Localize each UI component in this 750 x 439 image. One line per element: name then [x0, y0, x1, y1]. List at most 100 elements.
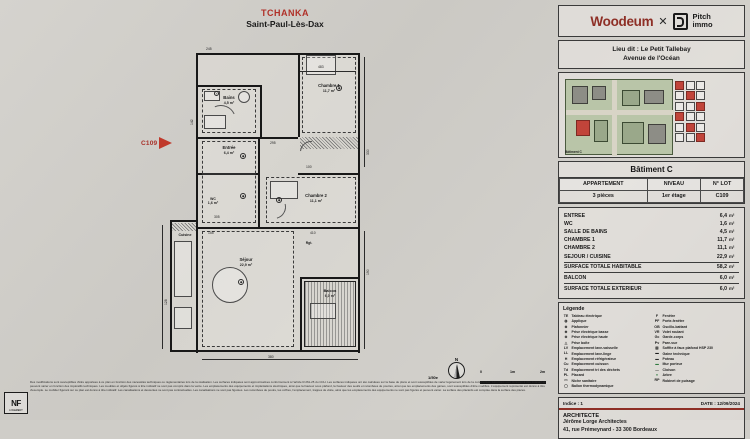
- lieu-dit-text: Lieu dit : Le Petit Tallebay: [612, 46, 691, 53]
- surface-value: 6,4: [719, 212, 727, 219]
- legend-item-label: Oscillo-battant: [662, 324, 688, 329]
- project-name: TCHANKA: [261, 8, 309, 18]
- legend-item-label: Ballon thermodynamique: [571, 383, 614, 388]
- room-label-rangement: Rgt.: [305, 241, 313, 245]
- nf-certification-logo: NF LOGEMENT: [4, 392, 28, 414]
- legend-symbol-icon: PF: [654, 319, 660, 324]
- legend-symbol-icon: ▬: [655, 351, 659, 356]
- dimension-label: 380: [268, 355, 274, 359]
- plan-sheet: TCHANKA Saint-Paul-Lès-Dax C109: [0, 0, 750, 420]
- legend-item-label: Soffite à faux plafond HSP 230: [662, 346, 714, 351]
- location-block: Lieu dit : Le Petit Tallebay Avenue de l…: [558, 40, 745, 69]
- room-label-chambre1: Chambre 1 11,7 m²: [318, 83, 340, 94]
- balcony-area: [304, 281, 356, 347]
- surface-value: 4,5: [719, 229, 727, 236]
- surface-unit: m²: [729, 274, 735, 280]
- legend-item-label: Emplacement lave-linge: [571, 351, 612, 356]
- legend-symbol-icon: PL: [563, 373, 569, 378]
- legend-item-label: Porte-fenêtre: [662, 319, 685, 324]
- surface-label: SEJOUR / CUISINE: [564, 253, 611, 260]
- scale-tick: 1m: [510, 370, 516, 374]
- arrow-icon: [159, 137, 173, 149]
- legend-item-label: Prise boîte: [571, 340, 590, 345]
- legend-symbol-icon: Gc: [654, 335, 660, 340]
- legal-disclaimer: Des modifications sont susceptibles d'êt…: [30, 380, 545, 392]
- dimension-label: 155: [208, 231, 214, 235]
- compass-needle-light-icon: [453, 364, 457, 378]
- surface-unit: m²: [729, 285, 735, 291]
- legend-item: ●Arbre: [654, 373, 740, 378]
- surface-value: 1,6: [719, 220, 727, 227]
- surface-value: 6,0: [719, 274, 727, 281]
- legend-item-label: Emplacement lave-vaisselle: [571, 346, 618, 351]
- legend-item: ⊜Prise électrique haute: [563, 335, 649, 340]
- scale-tick: 0: [480, 370, 482, 374]
- cell-appartement: 3 pièces: [559, 189, 648, 203]
- legend-item: ⊕Prise électrique basse: [563, 330, 649, 335]
- legend-symbol-icon: Cu: [563, 362, 569, 367]
- surface-unit: m²: [729, 220, 735, 226]
- legend-item-label: Applique: [571, 319, 587, 324]
- surface-label: SURFACE TOTALE HABITABLE: [564, 264, 642, 271]
- legend-symbol-icon: RP: [654, 378, 660, 383]
- nf-logo-text: NF: [11, 398, 21, 408]
- legend-item: ◍Applique: [563, 319, 649, 324]
- surface-label: CHAMBRE 2: [564, 245, 595, 252]
- dimension-label: 410: [310, 231, 316, 235]
- surface-value: 11,7: [717, 237, 727, 244]
- woodeum-logo-text: Woodeum: [590, 13, 654, 29]
- pitch-logo-icon: [672, 12, 688, 30]
- surface-label: CHAMBRE 1: [564, 237, 595, 244]
- legend-item: ▨Soffite à faux plafond HSP 230: [654, 346, 740, 351]
- legend-item-label: Fenêtre: [662, 313, 676, 318]
- room-outline-bains: [202, 89, 256, 133]
- legend-item-label: Mur porteur: [662, 362, 683, 367]
- dimension-label: 128: [164, 299, 168, 305]
- legend-symbol-icon: ◯: [563, 383, 569, 388]
- legend-item-label: Emplacement réfrigérateur: [571, 356, 617, 361]
- architect-block: ARCHITECTE Jérôme Lorge Architectes 41, …: [559, 408, 744, 438]
- pitch-word: Pitch: [692, 12, 711, 22]
- legend-item-label: Emplacement tri des déchets: [571, 367, 620, 372]
- lot-info-block: Bâtiment C APPARTEMENT NIVEAU N° LOT 3 p…: [558, 160, 745, 204]
- legend-symbol-icon: ▬: [655, 356, 659, 361]
- legend-item: ▬Poteau: [654, 357, 740, 362]
- surface-unit: m²: [729, 264, 735, 270]
- cell-niveau: 1er étage: [646, 189, 702, 203]
- legend-item: ▬Gaine technique: [654, 351, 740, 356]
- legend-item-label: Prise électrique haute: [571, 335, 608, 340]
- dimension-label: 142: [190, 119, 194, 125]
- surface-unit: m²: [729, 229, 735, 235]
- surface-unit: m²: [729, 253, 735, 259]
- surface-label: SURFACE TOTALE EXTERIEUR: [564, 285, 642, 292]
- lot-table: APPARTEMENT NIVEAU N° LOT 3 pièces 1er é…: [559, 177, 744, 203]
- table-row: 3 pièces 1er étage C109: [559, 189, 744, 203]
- legend-item-label: Robinet de puisage: [662, 378, 695, 383]
- legend-symbol-icon: △: [564, 340, 568, 345]
- nf-logo-subtext: LOGEMENT: [9, 409, 23, 412]
- table-header-row: APPARTEMENT NIVEAU N° LOT: [559, 177, 744, 191]
- legend-symbol-icon: VR: [654, 329, 660, 334]
- legend-item-label: Poteau: [662, 356, 675, 361]
- room-label-entree: Entrée 6,4 m²: [222, 145, 236, 156]
- column-header-lot: N° LOT: [700, 177, 744, 191]
- legend-item: ▭Niche sanitaire: [563, 378, 649, 383]
- legend-symbol-icon: H: [564, 356, 568, 361]
- surface-unit: m²: [729, 237, 735, 243]
- legend-item-label: Prise électrique basse: [571, 329, 609, 334]
- legend-symbol-icon: ◍: [564, 319, 568, 324]
- room-outline-chambre1: [302, 57, 356, 133]
